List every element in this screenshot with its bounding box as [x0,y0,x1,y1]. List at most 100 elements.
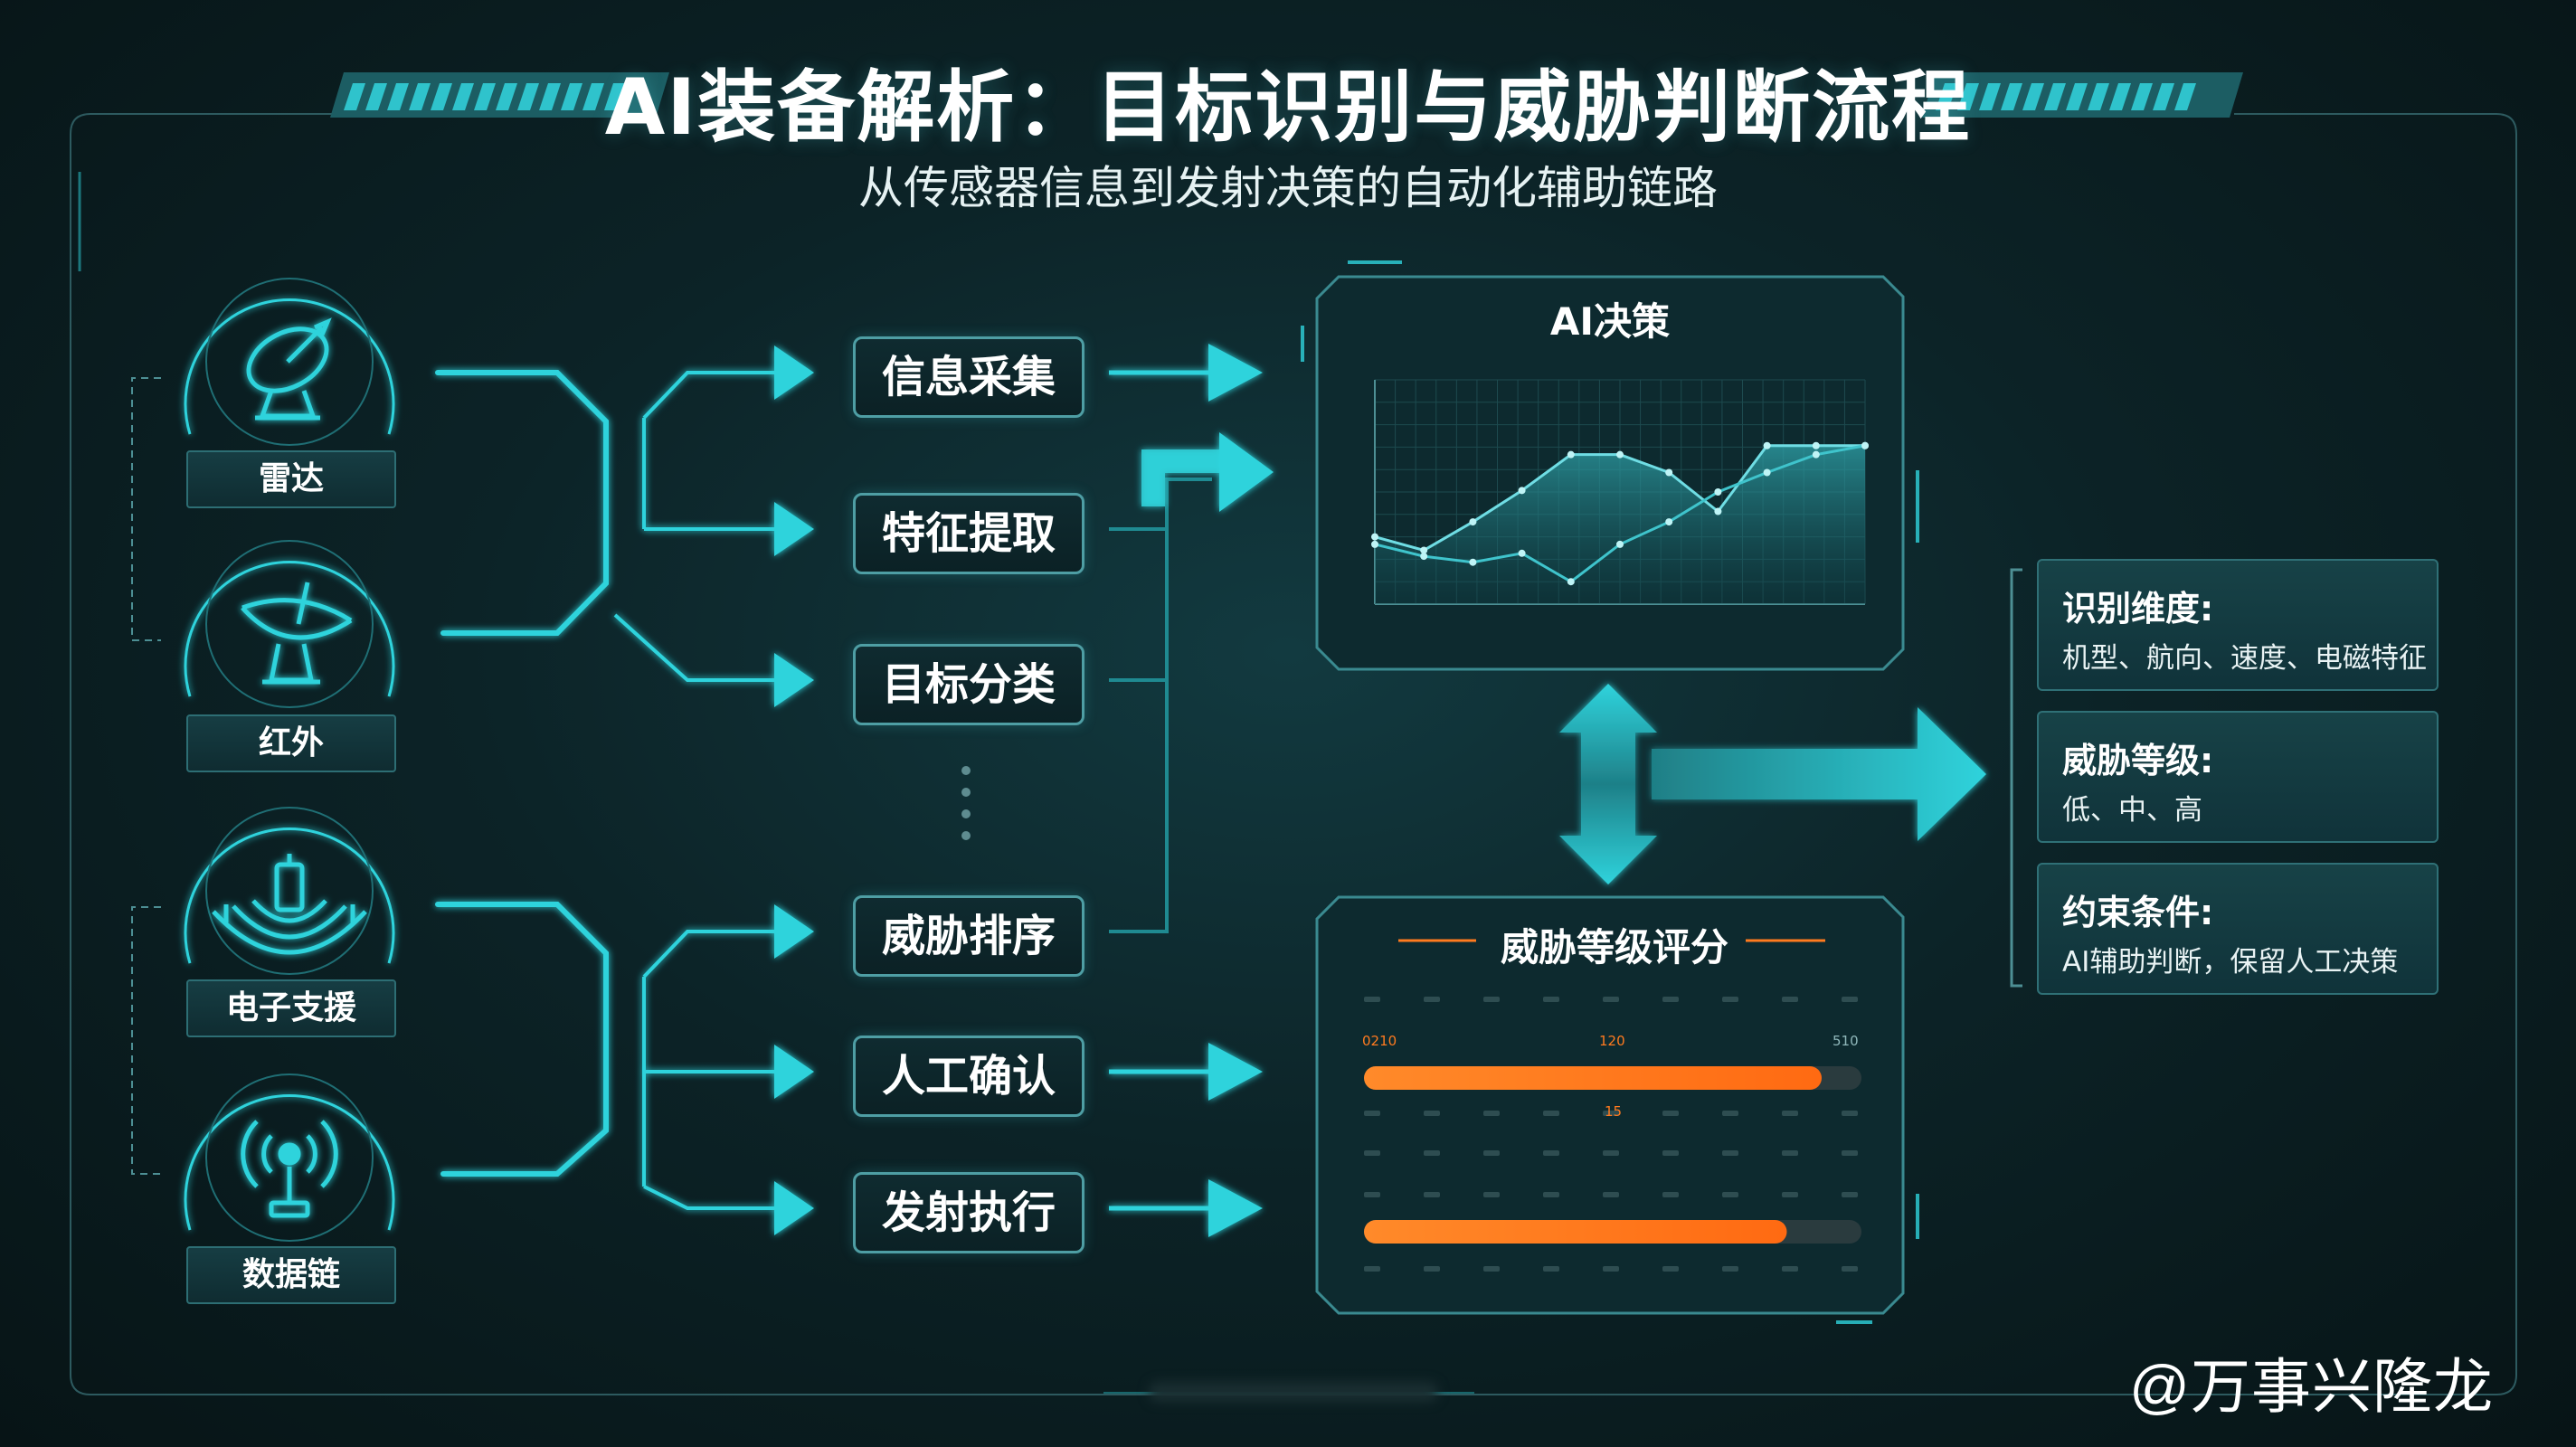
data-point [1763,468,1771,477]
score-tick [1782,1111,1798,1116]
score-tick [1842,1266,1858,1272]
score-tick [1364,1111,1380,1116]
info-title: 威胁等级: [2062,741,2214,780]
data-point [1861,441,1869,449]
satellite-dish-icon [241,582,353,685]
info-text: 机型、航向、速度、电磁特征 [2062,642,2427,675]
score-tick [1543,1266,1559,1272]
score-tick [1603,997,1619,1002]
data-point [1567,450,1575,459]
threat-score-bars [1364,997,1861,1272]
score-tick [1662,1111,1679,1116]
data-point [1812,450,1820,459]
score-tick [1782,1266,1798,1272]
data-point [1567,578,1575,586]
score-tick [1364,1266,1380,1272]
broadcast-antenna-icon [241,1120,338,1218]
score-tick [1603,1266,1619,1272]
score-label-right: 510 [1833,1033,1859,1049]
score-tick [1483,1150,1500,1156]
score-label-below: 15 [1605,1103,1623,1120]
info-text: 低、中、高 [2062,794,2202,827]
score-tick [1722,1192,1738,1197]
bidirectional-arrow [1559,684,1657,884]
score-tick [1483,997,1500,1002]
score-tick [1543,1111,1559,1116]
score-tick [1722,1266,1738,1272]
data-point [1616,450,1624,459]
info-box-constraints: 约束条件: AI辅助判断，保留人工决策 [2037,863,2439,995]
title-stripes-right [1922,72,2243,118]
ai-panel-title: AI决策 [1549,299,1671,344]
score-tick [1424,1266,1440,1272]
info-title: 识别维度: [2062,589,2214,629]
data-point [1763,441,1771,449]
data-point [1665,518,1673,526]
step-threat-ranking: 威胁排序 [853,895,1084,977]
score-tick [1364,1192,1380,1197]
step-target-classification: 目标分类 [853,644,1084,725]
score-bar-fill [1364,1220,1787,1244]
sensor-label-infrared: 红外 [186,714,396,772]
score-tick [1782,997,1798,1002]
score-tick [1722,1150,1738,1156]
score-tick [1483,1192,1500,1197]
sensor-label-radar: 雷达 [186,450,396,508]
ellipsis-dots [961,766,971,840]
signal-tower-icon [212,854,367,955]
page-subtitle: 从传感器信息到发射决策的自动化辅助链路 [858,162,1718,214]
data-point [1469,558,1477,566]
score-tick [1662,1192,1679,1197]
data-point [1420,553,1428,561]
score-tick [1543,1192,1559,1197]
score-tick [1364,1150,1380,1156]
page-title: AI装备解析：目标识别与威胁判断流程 [604,62,1972,153]
score-tick [1543,997,1559,1002]
info-box-threat-level: 威胁等级: 低、中、高 [2037,711,2439,843]
score-tick [1424,1192,1440,1197]
score-label-left: 0210 [1362,1033,1397,1049]
step-feature-extraction: 特征提取 [853,493,1084,574]
score-tick [1424,1150,1440,1156]
score-tick [1603,1192,1619,1197]
data-point [1714,507,1722,515]
data-point [1714,488,1722,496]
score-tick [1603,1150,1619,1156]
score-tick [1483,1111,1500,1116]
score-tick [1483,1266,1500,1272]
score-tick [1842,1111,1858,1116]
data-point [1812,441,1820,449]
watermark: @万事兴隆龙 [2129,1353,2494,1420]
score-panel-frame [1315,895,1905,1315]
data-point [1518,549,1526,557]
data-point [1518,487,1526,495]
score-tick [1722,1111,1738,1116]
score-tick [1603,1111,1619,1116]
step-launch-execution: 发射执行 [853,1172,1084,1253]
radar-dish-icon [246,317,332,421]
info-box-dimensions: 识别维度: 机型、航向、速度、电磁特征 [2037,559,2439,691]
score-tick [1782,1192,1798,1197]
score-tick [1662,1266,1679,1272]
data-point [1469,518,1477,526]
score-tick [1364,997,1380,1002]
step-info-collection: 信息采集 [853,336,1084,418]
score-tick [1543,1150,1559,1156]
footer-blur [1149,1382,1438,1402]
score-tick [1424,997,1440,1002]
score-tick [1662,1150,1679,1156]
data-point [1665,468,1673,477]
score-label-mid: 120 [1599,1033,1625,1049]
sensor-rings [184,298,395,1231]
info-text: AI辅助判断，保留人工决策 [2062,946,2399,979]
output-arrow [1652,707,1986,841]
info-title: 约束条件: [2062,893,2214,932]
ai-decision-chart [1371,379,1869,605]
data-point [1420,546,1428,554]
score-tick [1842,1192,1858,1197]
score-panel-title: 威胁等级评分 [1500,925,1728,969]
score-tick [1722,997,1738,1002]
series-area [1375,445,1865,604]
score-bar-fill [1364,1066,1822,1090]
